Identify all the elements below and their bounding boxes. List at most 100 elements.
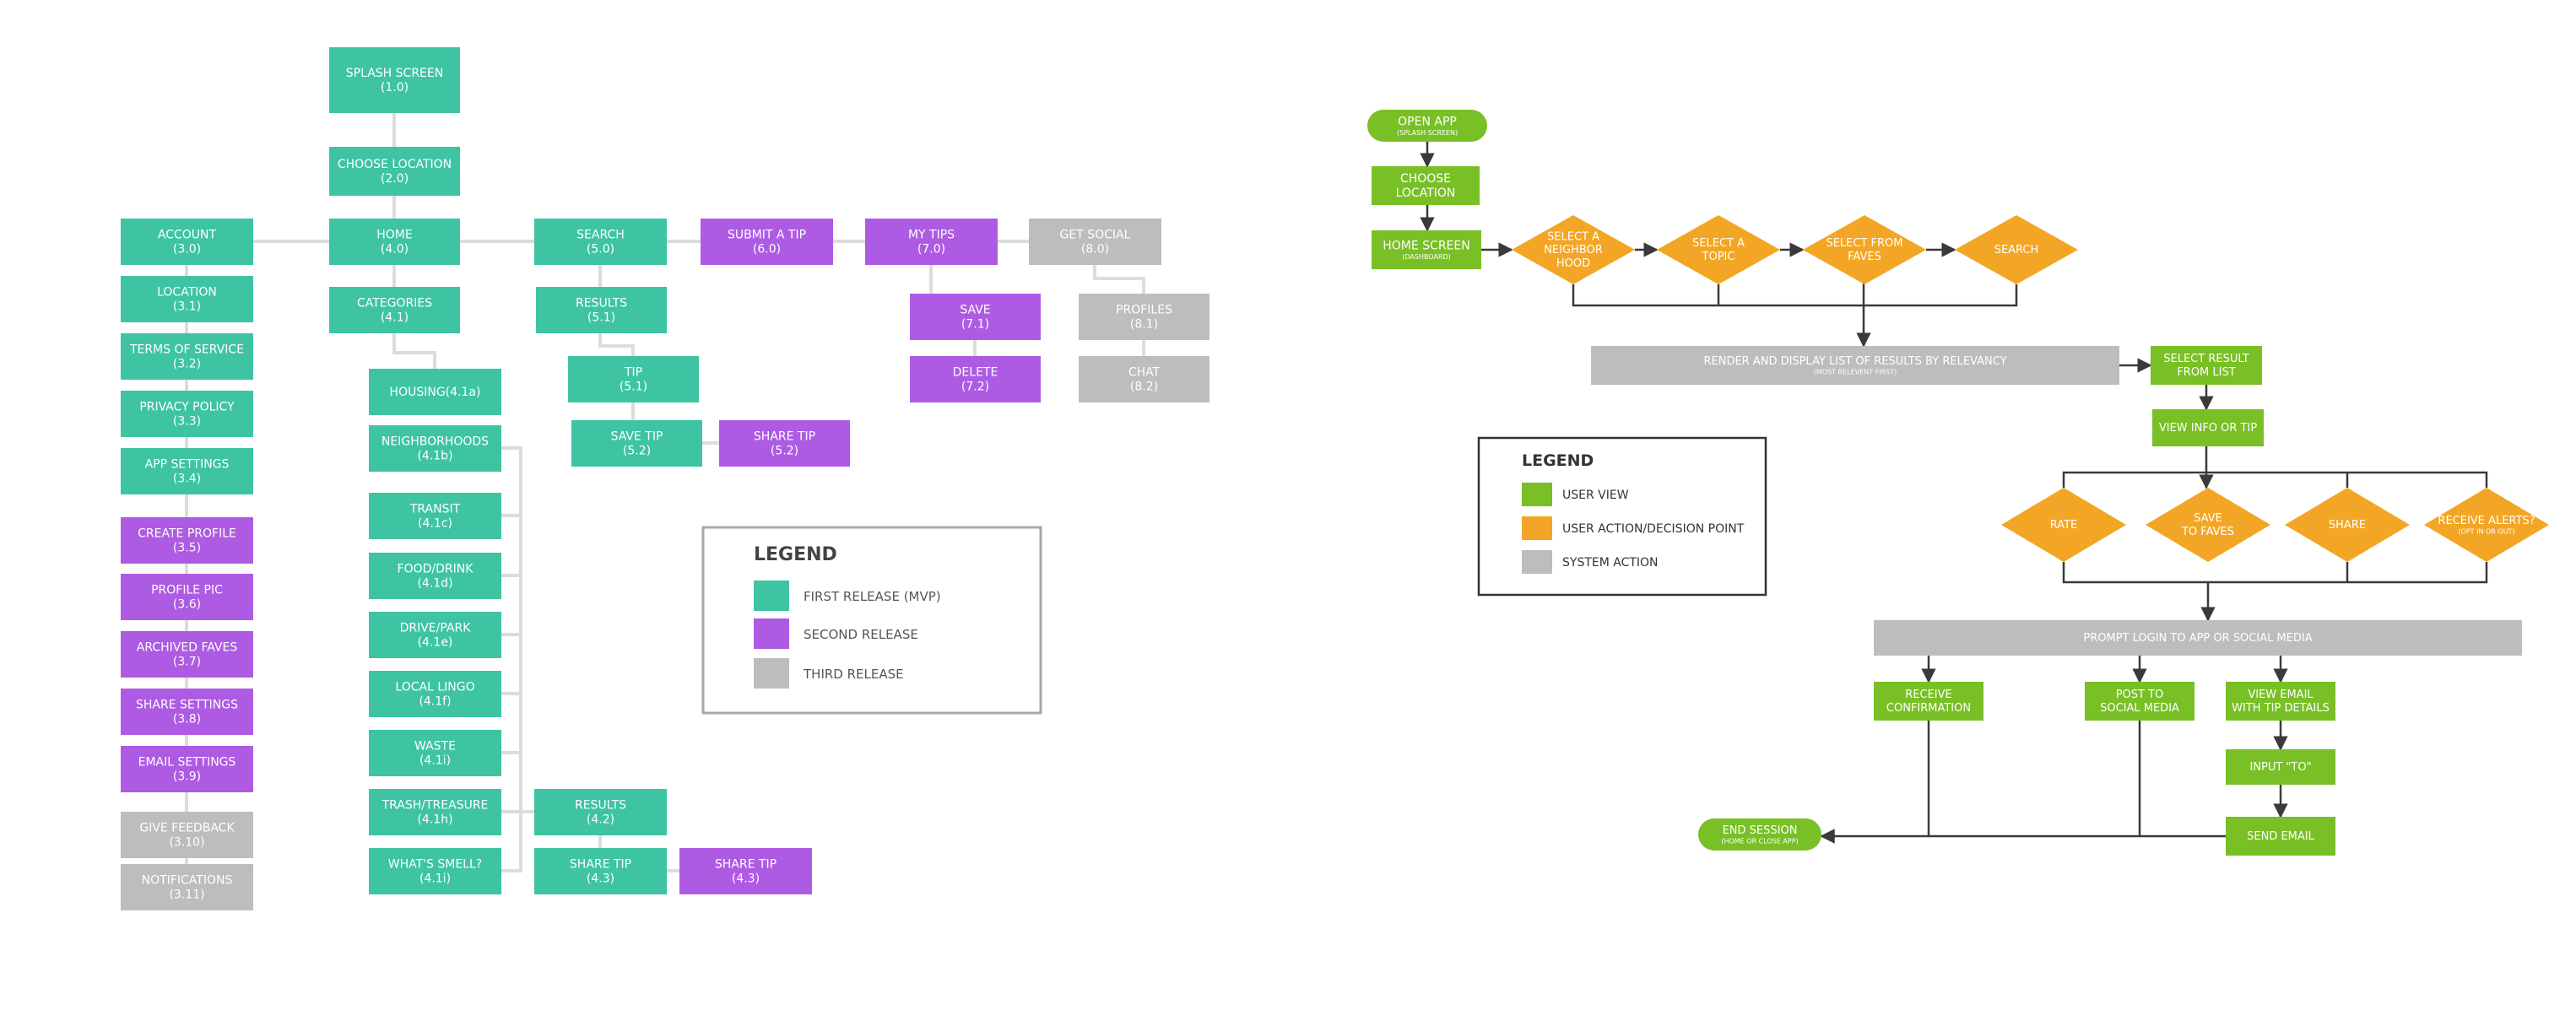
node-box [369,493,501,539]
splash-label: SPLASH SCREEN(1.0) [346,67,443,95]
node-box [121,812,253,858]
profile-pic-label: PROFILE PIC(3.6) [151,583,223,611]
legend-swatch [754,658,789,689]
sitemap-node-get-social: GET SOCIAL(8.0) [1029,219,1161,265]
node-box [121,391,253,437]
sitemap-node-give-feedback: GIVE FEEDBACK(3.10) [121,812,253,858]
sitemap-node-terms: TERMS OF SERVICE(3.2) [121,333,253,380]
sitemap-node-save-tip: SAVE TIP(5.2) [571,420,702,467]
flow-node-render-list: RENDER AND DISPLAY LIST OF RESULTS BY RE… [1591,346,2119,385]
node-box [679,848,812,894]
flow-node-view-info: VIEW INFO OR TIP [2152,409,2264,446]
legend-item-label: SYSTEM ACTION [1562,556,1659,570]
sitemap-node-notifications: NOTIFICATIONS(3.11) [121,864,253,910]
decision-diamond [2001,488,2126,562]
node-box [1874,682,1983,721]
legend-swatch [1522,483,1552,506]
flow-node-prompt-login: PROMPT LOGIN TO APP OR SOCIAL MEDIA [1874,620,2522,656]
share-label: SHARE [2329,519,2366,532]
connector-line [1572,284,2018,307]
node-box [1372,230,1481,269]
sitemap-node-search: SEARCH(5.0) [534,219,667,265]
sitemap-node-neighborhoods: NEIGHBORHOODS(4.1b) [369,425,501,472]
privacy-label: PRIVACY POLICY(3.3) [139,400,235,428]
connector-line [2062,562,2488,584]
categories-label: CATEGORIES(4.1) [357,296,432,324]
node-box [568,356,699,402]
node-box [121,631,253,678]
flow-node-share: SHARE [2285,488,2410,562]
transit-label: TRANSIT(4.1c) [409,502,461,530]
results-42-label: RESULTS(4.2) [575,798,626,826]
end-session-label: END SESSION(HOME OR CLOSE APP) [1721,824,1798,845]
sitemap-node-archived-faves: ARCHIVED FAVES(3.7) [121,631,253,678]
node-box [369,671,501,717]
node-box [701,219,833,265]
neighborhoods-label: NEIGHBORHOODS(4.1b) [382,435,489,462]
prompt-login-label: PROMPT LOGIN TO APP OR SOCIAL MEDIA [2083,632,2312,645]
decision-diamond [1955,215,2078,284]
choose-location-label: CHOOSE LOCATION(2.0) [338,158,452,186]
sitemap-node-transit: TRANSIT(4.1c) [369,493,501,539]
whats-smell-label: WHAT'S SMELL?(4.1i) [388,857,482,885]
sitemap-node-categories: CATEGORIES(4.1) [329,287,460,333]
decision-diamond [1657,215,1780,284]
search-label: SEARCH [1994,244,2039,257]
chat-label: CHAT(8.2) [1128,365,1161,393]
node-box [121,219,253,265]
flow-node-home-screen: HOME SCREEN(DASHBOARD) [1372,230,1481,269]
node-box [865,219,998,265]
share-tip-43a-label: SHARE TIP(4.3) [570,857,631,885]
node-pill [1367,110,1487,142]
node-box [369,425,501,472]
profiles-label: PROFILES(8.1) [1116,303,1172,331]
archived-faves-label: ARCHIVED FAVES(3.7) [137,640,238,668]
legend-title: LEGEND [754,544,837,565]
node-box [534,789,667,835]
connector-line [392,333,436,369]
create-profile-label: CREATE PROFILE(3.5) [138,527,236,554]
node-box [329,287,460,333]
flow-node-send-email: SEND EMAIL [2226,817,2335,856]
node-box [571,420,702,467]
flow-node-rate: RATE [2001,488,2126,562]
flow-connectors [1420,142,2488,844]
legend-item-label: FIRST RELEASE (MVP) [804,589,941,604]
local-lingo-label: LOCAL LINGO(4.1f) [395,680,474,708]
node-box [369,730,501,776]
get-social-label: GET SOCIAL(8.0) [1060,228,1131,256]
sitemap-node-food-drink: FOOD/DRINK(4.1d) [369,553,501,599]
node-box [2226,682,2335,721]
node-box [2152,409,2264,446]
receive-alerts-label: RECEIVE ALERTS?(OPT IN OR OUT) [2438,515,2535,535]
node-box [329,147,460,196]
sitemap-node-local-lingo: LOCAL LINGO(4.1f) [369,671,501,717]
node-box [534,848,667,894]
sitemap-node-app-settings: APP SETTINGS(3.4) [121,448,253,494]
node-box [121,333,253,380]
search-label: SEARCH(5.0) [576,228,625,256]
node-box [1591,346,2119,385]
node-box [121,864,253,910]
food-drink-label: FOOD/DRINK(4.1d) [398,562,474,590]
share-tip-43b-label: SHARE TIP(4.3) [715,857,777,885]
legend-swatch [754,581,789,611]
sitemap-node-profiles: PROFILES(8.1) [1079,294,1210,340]
rate-label: RATE [2050,519,2078,532]
sitemap-node-share-settings: SHARE SETTINGS(3.8) [121,689,253,735]
sitemap: SPLASH SCREEN(1.0)CHOOSE LOCATION(2.0)AC… [121,47,1210,910]
node-box [121,276,253,322]
waste-label: WASTE(4.1i) [414,739,456,767]
delete-label: DELETE(7.2) [953,365,998,393]
sitemap-node-profile-pic: PROFILE PIC(3.6) [121,574,253,620]
sitemap-node-home: HOME(4.0) [329,219,460,265]
flow-node-input-to: INPUT "TO" [2226,749,2335,785]
